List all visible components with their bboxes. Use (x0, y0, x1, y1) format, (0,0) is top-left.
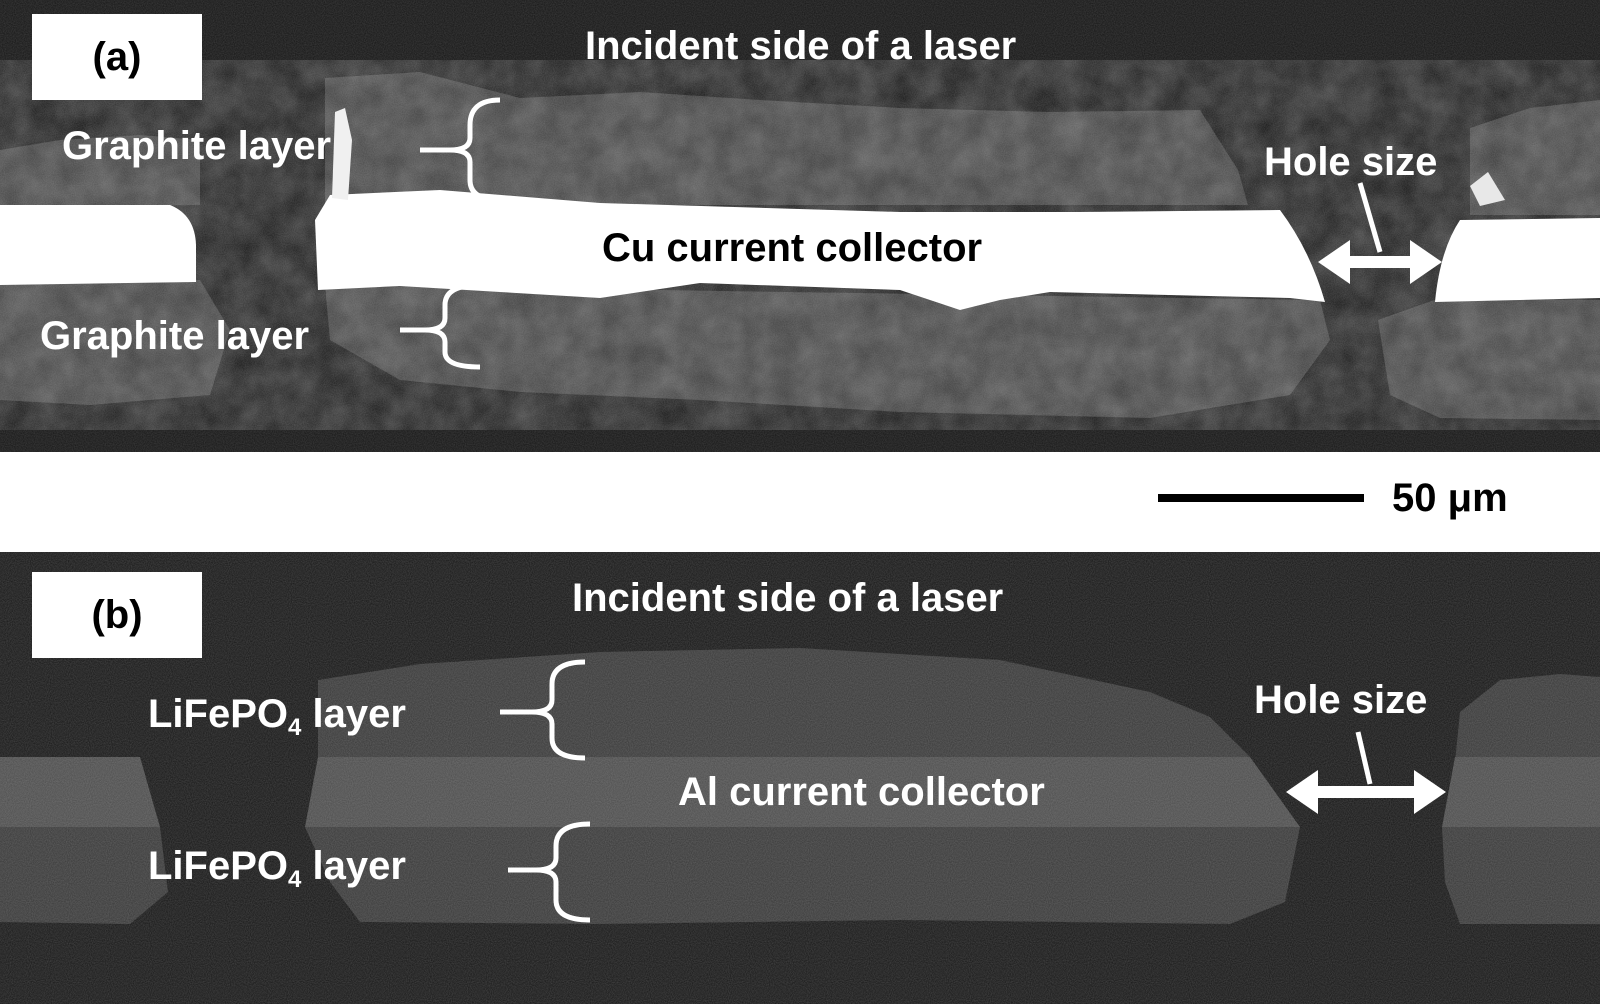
sem-panel-a: (a) Incident side of a laser Graphite la… (0, 0, 1600, 452)
panel-tag-b: (b) (32, 572, 202, 658)
scale-bar-label: 50 μm (1392, 476, 1508, 520)
graphite-layer-top-label: Graphite layer (62, 124, 332, 168)
panel-tag-a: (a) (32, 14, 202, 100)
al-current-collector-label: Al current collector (678, 770, 1045, 814)
debris-left (332, 108, 352, 200)
hole-size-arrow-a (1318, 240, 1442, 284)
scale-bar (1158, 494, 1364, 502)
bracket-top-lifepo4 (500, 659, 586, 761)
lifepo4-layer-top-label: LiFePO4 layer (148, 694, 406, 740)
bracket-top-graphite (420, 97, 501, 203)
hole-size-label-b: Hole size (1254, 678, 1428, 722)
cu-current-collector-label: Cu current collector (602, 226, 983, 270)
bracket-bottom-lifepo4 (508, 821, 591, 923)
graphite-layer-bottom-label: Graphite layer (40, 314, 310, 358)
sem-image-a (0, 0, 1600, 452)
hole-size-arrow-b (1286, 770, 1446, 814)
lifepo4-top-label-main: LiFePO (148, 692, 289, 736)
incident-side-label-b: Incident side of a laser (572, 576, 1004, 620)
incident-side-label-a: Incident side of a laser (585, 24, 1017, 68)
lifepo4-bottom-label-main: LiFePO (148, 844, 289, 888)
lifepo4-layer-bottom-label: LiFePO4 layer (148, 846, 406, 892)
sem-panel-b: (b) Incident side of a laser LiFePO4 lay… (0, 552, 1600, 1004)
lifepo4-bottom-label-subscript: 4 (288, 866, 302, 893)
hole-size-pointer-a (1357, 182, 1383, 253)
lifepo4-top-label-subscript: 4 (288, 714, 302, 741)
cu-collector-left (0, 205, 196, 285)
cu-collector-main (315, 190, 1325, 310)
debris-right (1470, 172, 1505, 206)
lifepo4-bottom-label-end: layer (301, 844, 406, 888)
bracket-bottom-graphite (400, 282, 481, 370)
hole-size-label-a: Hole size (1264, 140, 1438, 184)
scale-bar-area: 50 μm (0, 452, 1600, 552)
sem-image-b (0, 552, 1600, 1004)
lifepo4-top-label-end: layer (301, 692, 406, 736)
hole-size-pointer-b (1355, 731, 1373, 785)
cu-collector-right (1435, 218, 1600, 302)
